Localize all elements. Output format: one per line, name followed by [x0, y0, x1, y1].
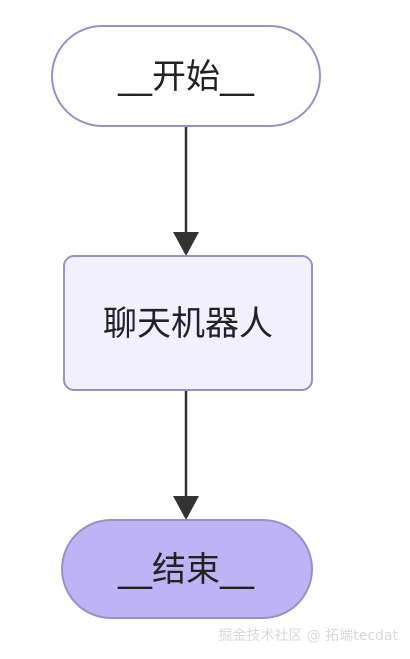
arrowhead-icon [173, 496, 199, 520]
node-end[interactable]: __结束__ [61, 519, 313, 619]
edge-chatbot-to-end [173, 391, 199, 520]
node-chatbot-shape [63, 255, 313, 391]
node-start-label: __开始__ [117, 57, 255, 97]
arrowhead-icon [173, 232, 199, 256]
node-start[interactable]: __开始__ [51, 25, 321, 127]
node-chatbot-label: 聊天机器人 [103, 304, 273, 344]
node-chatbot[interactable]: 聊天机器人 [63, 255, 313, 391]
node-end-shape [61, 519, 313, 619]
watermark: 掘金技术社区 @ 拓端tecdat [218, 628, 398, 644]
edge-start-to-chatbot [173, 127, 199, 256]
node-end-label: __结束__ [117, 550, 255, 590]
node-start-shape [51, 25, 321, 127]
